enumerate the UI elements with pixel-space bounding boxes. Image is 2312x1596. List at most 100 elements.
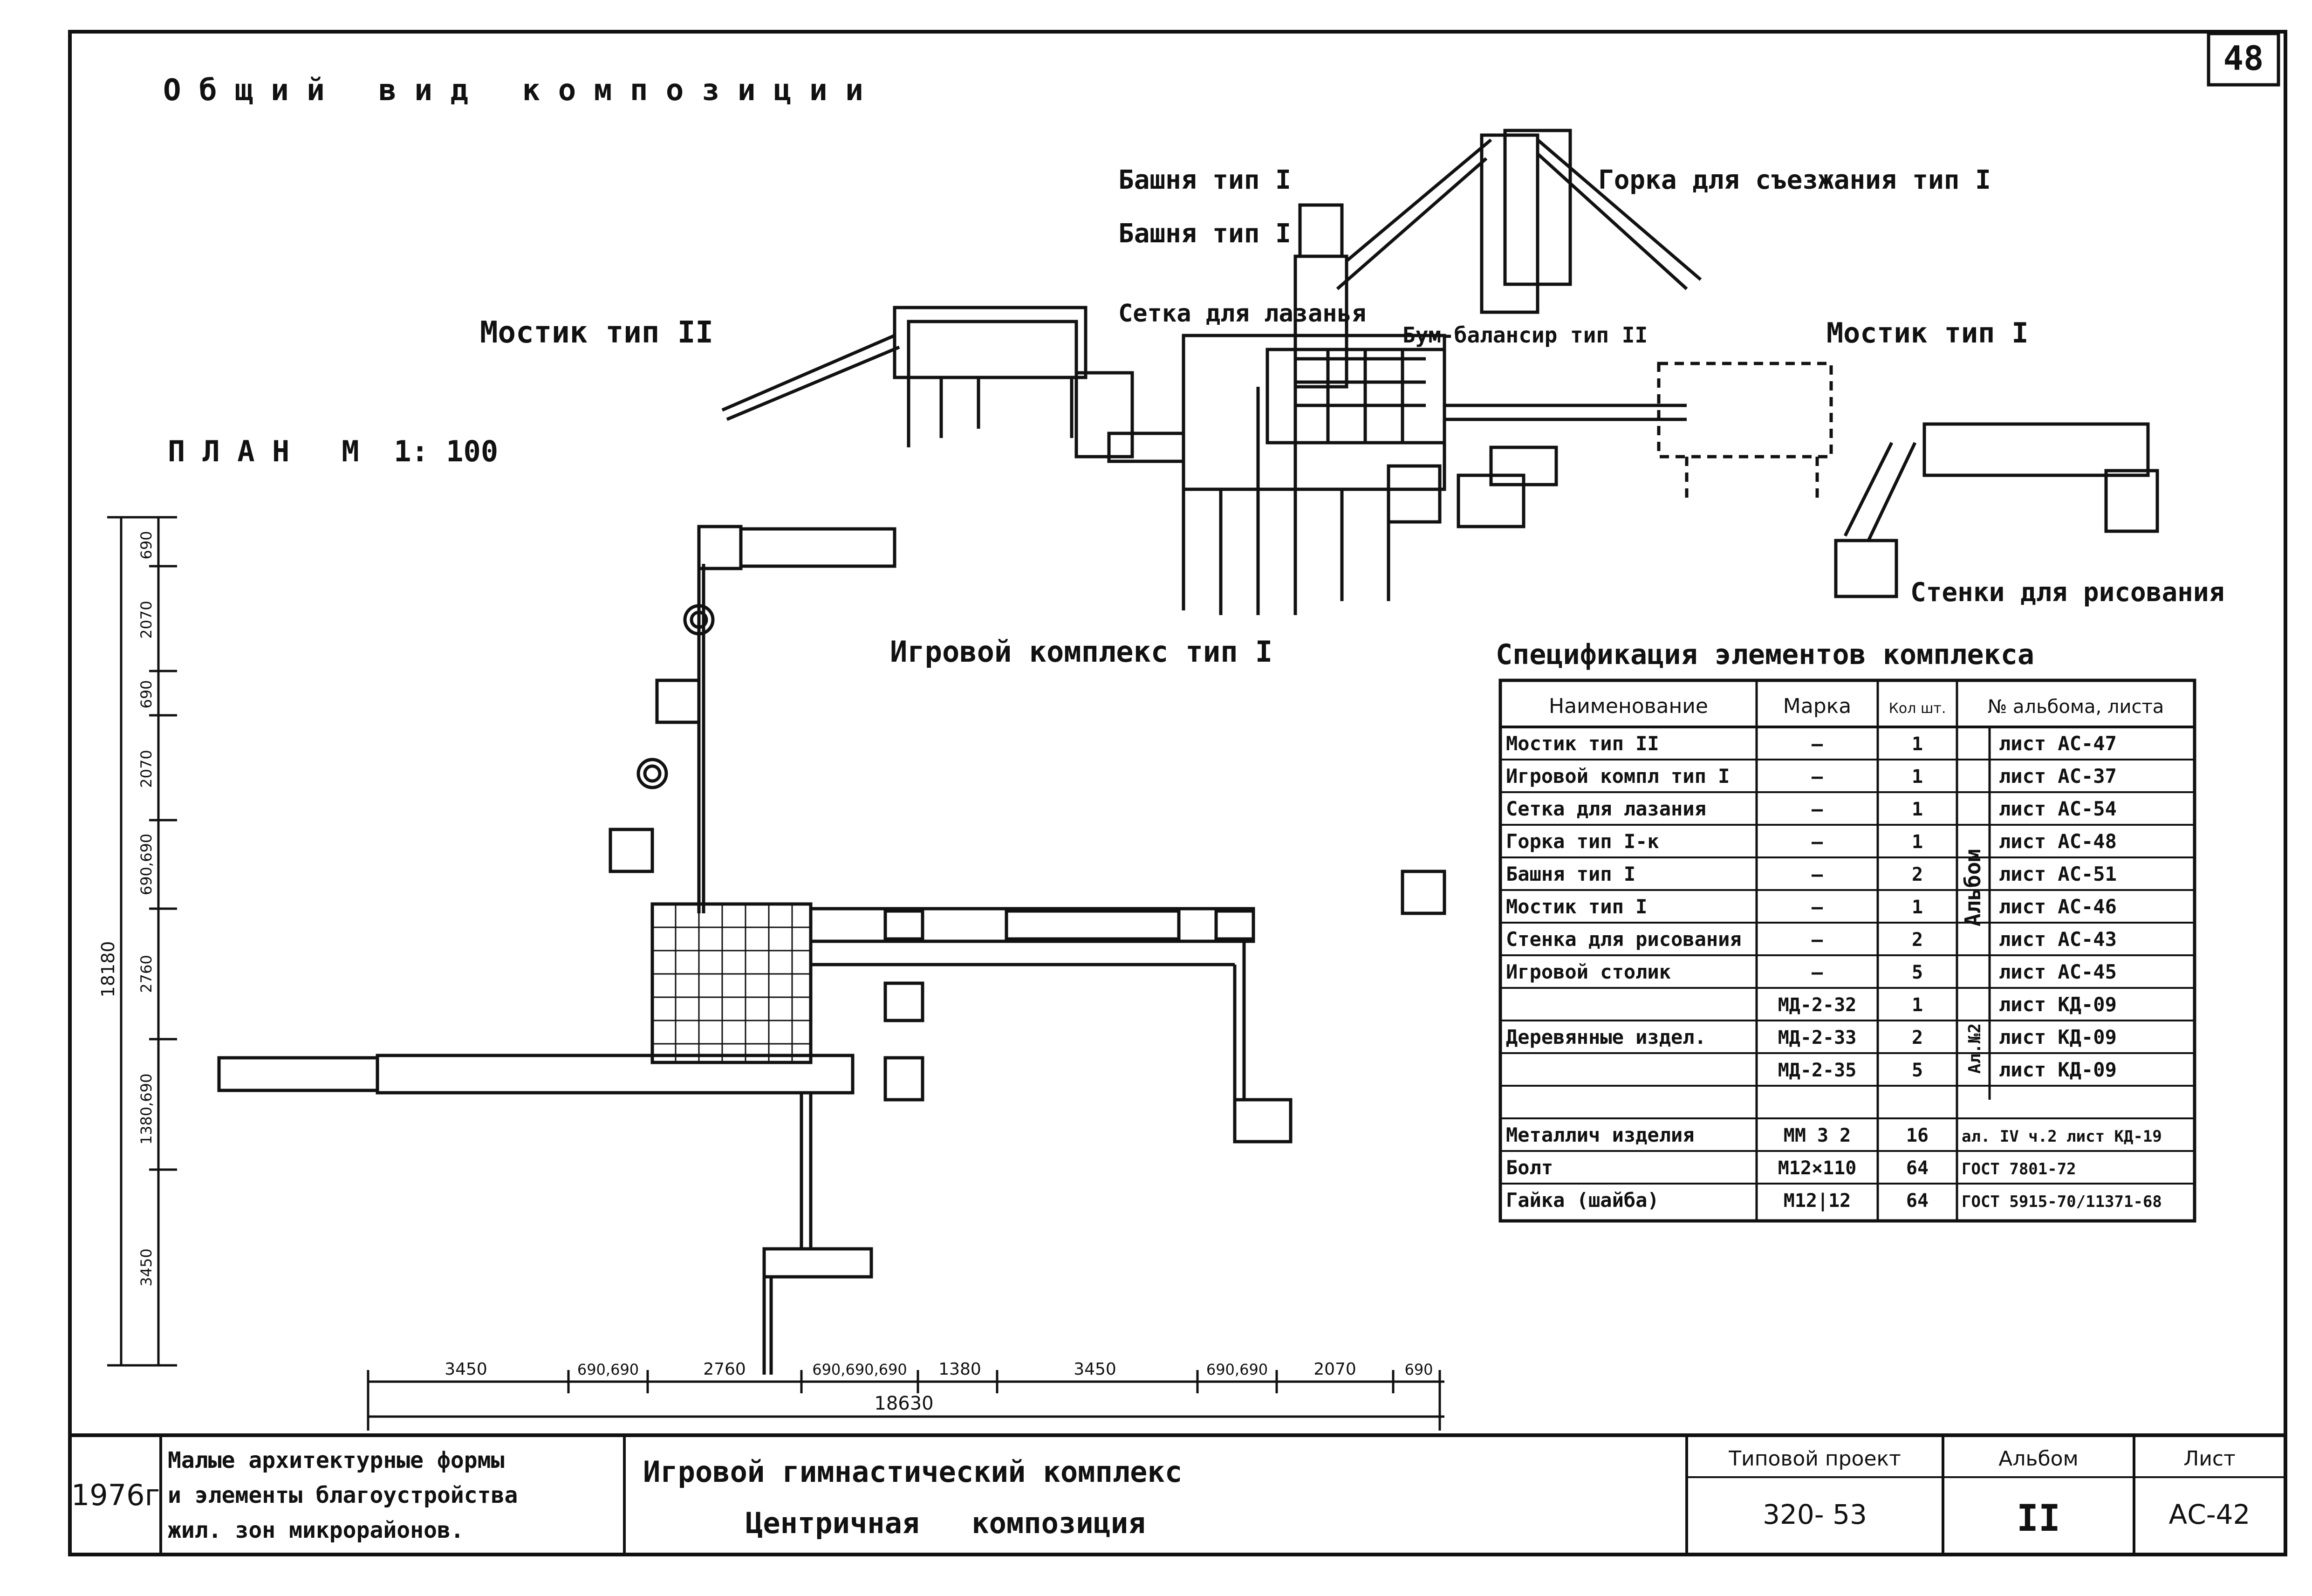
spec-header-album: № альбома, листа — [1988, 696, 2164, 718]
spec-header-mark: Марка — [1783, 694, 1851, 718]
label-bridge-1: Мостик тип I — [1826, 317, 2028, 349]
spec-cell-name: Деревянные издел. — [1506, 1026, 1706, 1048]
spec-cell-sheet: ал. IV ч.2 лист КД-19 — [1962, 1127, 2162, 1146]
plan-net-grid — [652, 904, 811, 1062]
spec-cell-mark: — — [1812, 962, 1823, 983]
spec-cell-name: Болт — [1506, 1156, 1553, 1179]
title-block-title-line2: Центричная композиция — [746, 1506, 1146, 1540]
spec-cell-qty: 2 — [1912, 864, 1923, 885]
plan-title: П Л А Н М 1: 100 — [168, 434, 498, 468]
spec-header-name: Наименование — [1549, 694, 1708, 718]
sheet-frame — [68, 30, 2287, 1556]
spec-cell-qty: 5 — [1912, 962, 1923, 983]
spec-cell-mark: МД-2-33 — [1778, 1027, 1857, 1048]
spec-cell-qty: 1 — [1912, 733, 1923, 755]
spec-cell-name: Мостик тип I — [1506, 895, 1647, 918]
dim-vertical-3: 2070 — [137, 750, 155, 788]
spec-cell-qty: 64 — [1906, 1190, 1929, 1212]
spec-album-label-upper: Альбом — [1960, 849, 1985, 926]
dim-vertical-total: 18180 — [98, 941, 118, 998]
dim-vertical-2: 690 — [137, 680, 155, 708]
spec-cell-sheet: ГОСТ 5915-70/11371-68 — [1962, 1192, 2162, 1211]
dim-vertical-1: 2070 — [137, 601, 155, 638]
spec-title: Спецификация элементов комплекса — [1496, 638, 2034, 671]
spec-table-frame — [1498, 678, 2196, 1223]
spec-cell-qty: 1 — [1912, 897, 1923, 918]
spec-cell-qty: 2 — [1912, 929, 1923, 951]
label-tower-2: Башня тип I — [1118, 219, 1291, 249]
title-block-year: 1976г — [71, 1478, 160, 1512]
spec-cell-name: Игровой компл тип I — [1506, 765, 1730, 788]
spec-cell-mark: М12|12 — [1784, 1190, 1851, 1212]
label-complex: Игровой комплекс тип I — [890, 635, 1272, 669]
label-net: Сетка для лазанья — [1118, 300, 1366, 328]
title-block-album-label: Альбом — [1998, 1447, 2078, 1471]
spec-cell-sheet: лист АС-54 — [1999, 797, 2117, 820]
spec-cell-mark: — — [1812, 929, 1823, 951]
dim-horizontal-0: 3450 — [445, 1360, 487, 1379]
spec-cell-qty: 1 — [1912, 994, 1923, 1016]
spec-cell-sheet: лист КД-09 — [1999, 993, 2117, 1016]
spec-cell-sheet: лист АС-46 — [1999, 895, 2117, 918]
dim-horizontal-8: 690 — [1404, 1361, 1433, 1378]
spec-album-label-lower: Ал.№2 — [1965, 1023, 1984, 1074]
dim-horizontal-5: 3450 — [1074, 1360, 1116, 1379]
label-slide: Горка для съезжания тип I — [1598, 165, 1991, 195]
spec-cell-mark: — — [1812, 733, 1823, 755]
title-block-project-label: Типовой проект — [1728, 1447, 1901, 1471]
dim-horizontal-2: 2760 — [703, 1360, 746, 1379]
spec-cell-name: Башня тип I — [1506, 863, 1635, 885]
spec-cell-mark: — — [1812, 864, 1823, 885]
spec-cell-name: Игровой столик — [1506, 960, 1671, 983]
title-block-title-line1: Игровой гимнастический комплекс — [643, 1455, 1182, 1489]
spec-cell-sheet: лист АС-47 — [1999, 732, 2117, 755]
dim-horizontal-7: 2070 — [1313, 1360, 1356, 1379]
dim-vertical-7: 3450 — [137, 1248, 155, 1286]
spec-cell-mark: ММ 3 2 — [1784, 1125, 1851, 1146]
spec-cell-mark: — — [1812, 897, 1823, 918]
dim-vertical-4: 690,690 — [137, 834, 155, 895]
vertical-dimension-chain — [107, 516, 177, 1367]
label-tower-1: Башня тип I — [1118, 165, 1291, 195]
spec-table: Наименование Марка Кол шт. № альбома, ли… — [1498, 678, 2196, 1223]
dim-horizontal-6: 690,690 — [1206, 1361, 1268, 1378]
label-bridge-2: Мостик тип II — [480, 315, 713, 350]
spec-cell-sheet: ГОСТ 7801-72 — [1962, 1160, 2076, 1178]
spec-cell-name: Гайка (шайба) — [1506, 1189, 1659, 1212]
sheet-number-box — [2207, 32, 2280, 87]
dim-vertical-0: 690 — [137, 531, 155, 559]
dim-horizontal-4: 1380 — [938, 1360, 981, 1379]
spec-cell-sheet: лист АС-37 — [1999, 765, 2117, 788]
title-block-org-line2: и элементы благоустройства — [168, 1482, 518, 1508]
label-walls: Стенки для рисования — [1910, 577, 2224, 608]
spec-cell-qty: 64 — [1906, 1158, 1929, 1179]
title-block-sheet-label: Лист — [2183, 1447, 2236, 1471]
title-block-org-line3: жил. зон микрорайонов. — [168, 1517, 464, 1543]
title-block-project-value: 320- 53 — [1763, 1499, 1867, 1530]
dim-horizontal-total: 18630 — [874, 1393, 933, 1414]
spec-cell-name: Стенка для рисования — [1506, 928, 1742, 951]
spec-cell-sheet: лист АС-45 — [1999, 960, 2117, 983]
horizontal-dimension-chain — [367, 1370, 1444, 1431]
title-block-sheet-value: АС-42 — [2169, 1499, 2250, 1530]
title-block-org-line1: Малые архитектурные формы — [168, 1447, 505, 1473]
plan-view — [217, 525, 1446, 1375]
spec-cell-sheet: лист АС-51 — [1999, 863, 2117, 885]
spec-cell-qty: 16 — [1906, 1125, 1929, 1146]
spec-cell-mark: МД-2-32 — [1778, 994, 1857, 1016]
spec-cell-mark: — — [1812, 766, 1823, 788]
dim-vertical-5: 2760 — [137, 955, 155, 993]
spec-cell-qty: 2 — [1912, 1027, 1923, 1048]
spec-cell-sheet: лист КД-09 — [1999, 1058, 2117, 1081]
dim-horizontal-3: 690,690,690 — [812, 1361, 907, 1378]
title-block: 1976г Малые архитектурные формы и элемен… — [70, 1433, 2285, 1555]
sheet-number: 48 — [2223, 39, 2264, 78]
general-view-title: О б щ и й в и д к о м п о з и ц и и — [163, 73, 863, 108]
dim-vertical-6: 1380,690 — [137, 1074, 155, 1145]
perspective-view — [721, 129, 2159, 615]
spec-cell-name: Сетка для лазания — [1506, 797, 1706, 820]
title-block-album-value: II — [2017, 1498, 2060, 1540]
spec-cell-mark: М12×110 — [1778, 1158, 1857, 1179]
spec-cell-sheet: лист АС-43 — [1999, 928, 2117, 951]
